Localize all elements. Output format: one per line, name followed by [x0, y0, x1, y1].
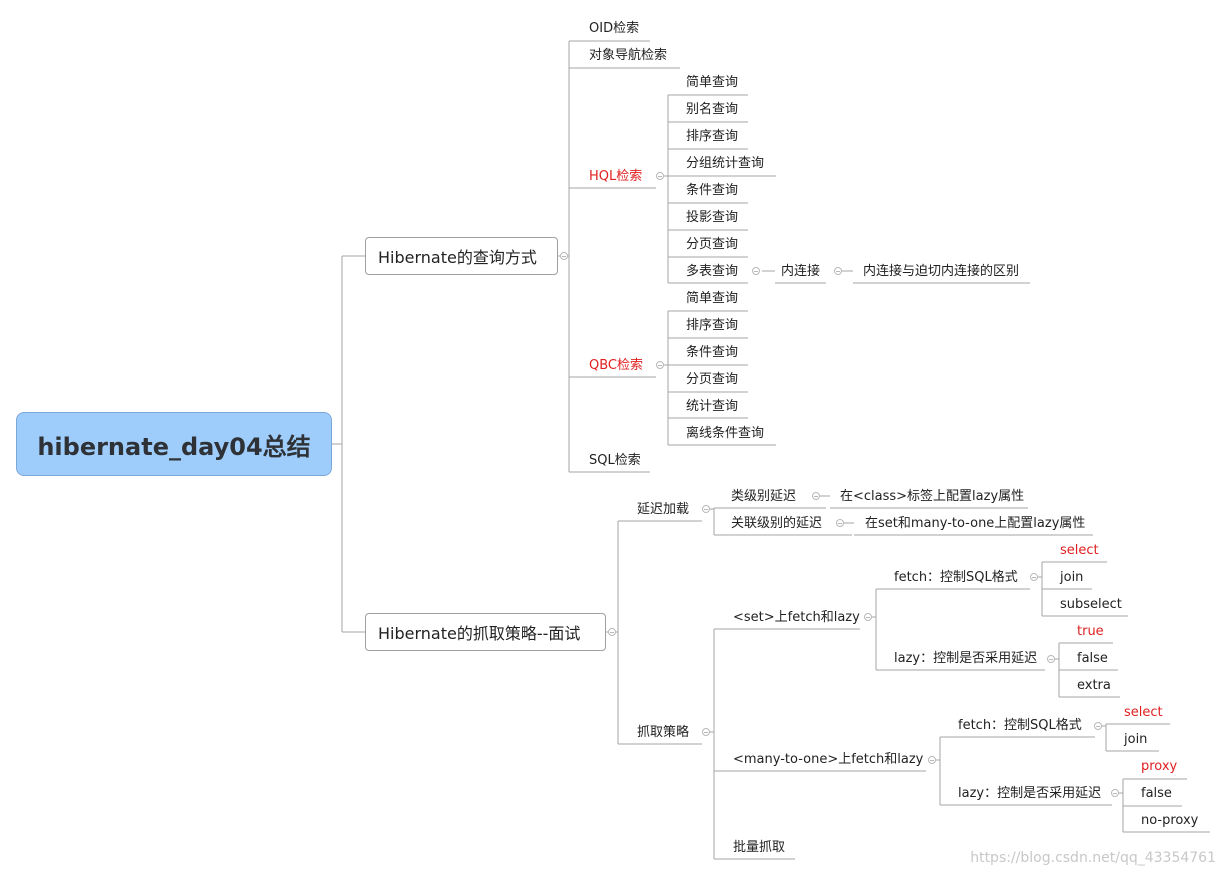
set-fetch-value[interactable]: select: [1060, 543, 1099, 558]
set-fetch-topic[interactable]: fetch：控制SQL格式: [894, 570, 1018, 585]
set-lazy-value[interactable]: extra: [1077, 678, 1111, 693]
collapse-icon[interactable]: [656, 172, 664, 180]
hql-item[interactable]: 投影查询: [686, 210, 739, 225]
watermark: https://blog.csdn.net/qq_43354761: [970, 850, 1216, 866]
qbc-item[interactable]: 排序查询: [686, 318, 739, 333]
set-lazy-value[interactable]: false: [1077, 651, 1108, 666]
qbc-item[interactable]: 离线条件查询: [686, 426, 765, 441]
collapse-icon[interactable]: [1094, 722, 1102, 730]
assoc-level-lazy-topic[interactable]: 关联级别的延迟: [731, 516, 823, 531]
hql-item[interactable]: 条件查询: [686, 183, 739, 198]
collapse-icon[interactable]: [702, 728, 710, 736]
hql-item[interactable]: 分组统计查询: [686, 156, 765, 171]
collapse-icon[interactable]: [864, 613, 872, 621]
oid-search-topic[interactable]: OID检索: [589, 21, 640, 36]
collapse-icon[interactable]: [1111, 789, 1119, 797]
root-topic[interactable]: hibernate_day04总结: [16, 412, 332, 476]
fetch-strategy-subtopic[interactable]: 抓取策略: [637, 725, 690, 740]
hql-item[interactable]: 多表查询: [686, 264, 739, 279]
collapse-icon[interactable]: [656, 361, 664, 369]
collapse-icon[interactable]: [1047, 655, 1055, 663]
collapse-icon[interactable]: [702, 505, 710, 513]
m2o-fetch-topic[interactable]: fetch：控制SQL格式: [958, 718, 1082, 733]
collapse-icon[interactable]: [836, 519, 844, 527]
hql-item[interactable]: 别名查询: [686, 102, 739, 117]
m2o-lazy-value[interactable]: no-proxy: [1141, 813, 1199, 828]
m2o-lazy-value[interactable]: proxy: [1141, 759, 1178, 774]
qbc-item[interactable]: 分页查询: [686, 372, 739, 387]
sql-search-topic[interactable]: SQL检索: [589, 453, 641, 468]
collapse-icon[interactable]: [560, 252, 568, 260]
m2o-lazy-topic[interactable]: lazy：控制是否采用延迟: [958, 786, 1102, 801]
query-methods-topic[interactable]: Hibernate的查询方式: [365, 237, 558, 275]
collapse-icon[interactable]: [928, 756, 936, 764]
class-level-lazy-topic[interactable]: 类级别延迟: [731, 489, 797, 504]
qbc-item[interactable]: 简单查询: [686, 291, 739, 306]
set-fetch-value[interactable]: join: [1060, 570, 1084, 585]
class-level-lazy-note[interactable]: 在<class>标签上配置lazy属性: [840, 489, 1025, 504]
collapse-icon[interactable]: [812, 492, 820, 500]
object-navigation-topic[interactable]: 对象导航检索: [589, 48, 668, 63]
hql-search-topic[interactable]: HQL检索: [589, 169, 643, 184]
inner-join-topic[interactable]: 内连接: [781, 264, 821, 279]
fetch-strategy-topic[interactable]: Hibernate的抓取策略--面试: [365, 613, 606, 651]
qbc-search-topic[interactable]: QBC检索: [589, 358, 643, 373]
collapse-icon[interactable]: [834, 267, 842, 275]
lazy-load-topic[interactable]: 延迟加载: [637, 502, 690, 517]
set-lazy-value[interactable]: true: [1077, 624, 1104, 639]
collapse-icon[interactable]: [608, 628, 616, 636]
inner-join-note-topic[interactable]: 内连接与迫切内连接的区别: [863, 264, 1020, 279]
hql-item[interactable]: 简单查询: [686, 75, 739, 90]
m2o-fetch-value[interactable]: join: [1124, 732, 1148, 747]
set-fetch-value[interactable]: subselect: [1060, 597, 1122, 612]
set-fetch-lazy-topic[interactable]: <set>上fetch和lazy: [733, 610, 860, 625]
batch-fetch-topic[interactable]: 批量抓取: [733, 840, 786, 855]
collapse-icon[interactable]: [752, 267, 760, 275]
many-to-one-fetch-lazy-topic[interactable]: <many-to-one>上fetch和lazy: [733, 752, 924, 767]
hql-item[interactable]: 排序查询: [686, 129, 739, 144]
m2o-lazy-value[interactable]: false: [1141, 786, 1172, 801]
collapse-icon[interactable]: [1030, 573, 1038, 581]
assoc-level-lazy-note[interactable]: 在set和many-to-one上配置lazy属性: [865, 516, 1086, 531]
set-lazy-topic[interactable]: lazy：控制是否采用延迟: [894, 651, 1038, 666]
qbc-item[interactable]: 条件查询: [686, 345, 739, 360]
m2o-fetch-value[interactable]: select: [1124, 705, 1163, 720]
hql-item[interactable]: 分页查询: [686, 237, 739, 252]
qbc-item[interactable]: 统计查询: [686, 399, 739, 414]
